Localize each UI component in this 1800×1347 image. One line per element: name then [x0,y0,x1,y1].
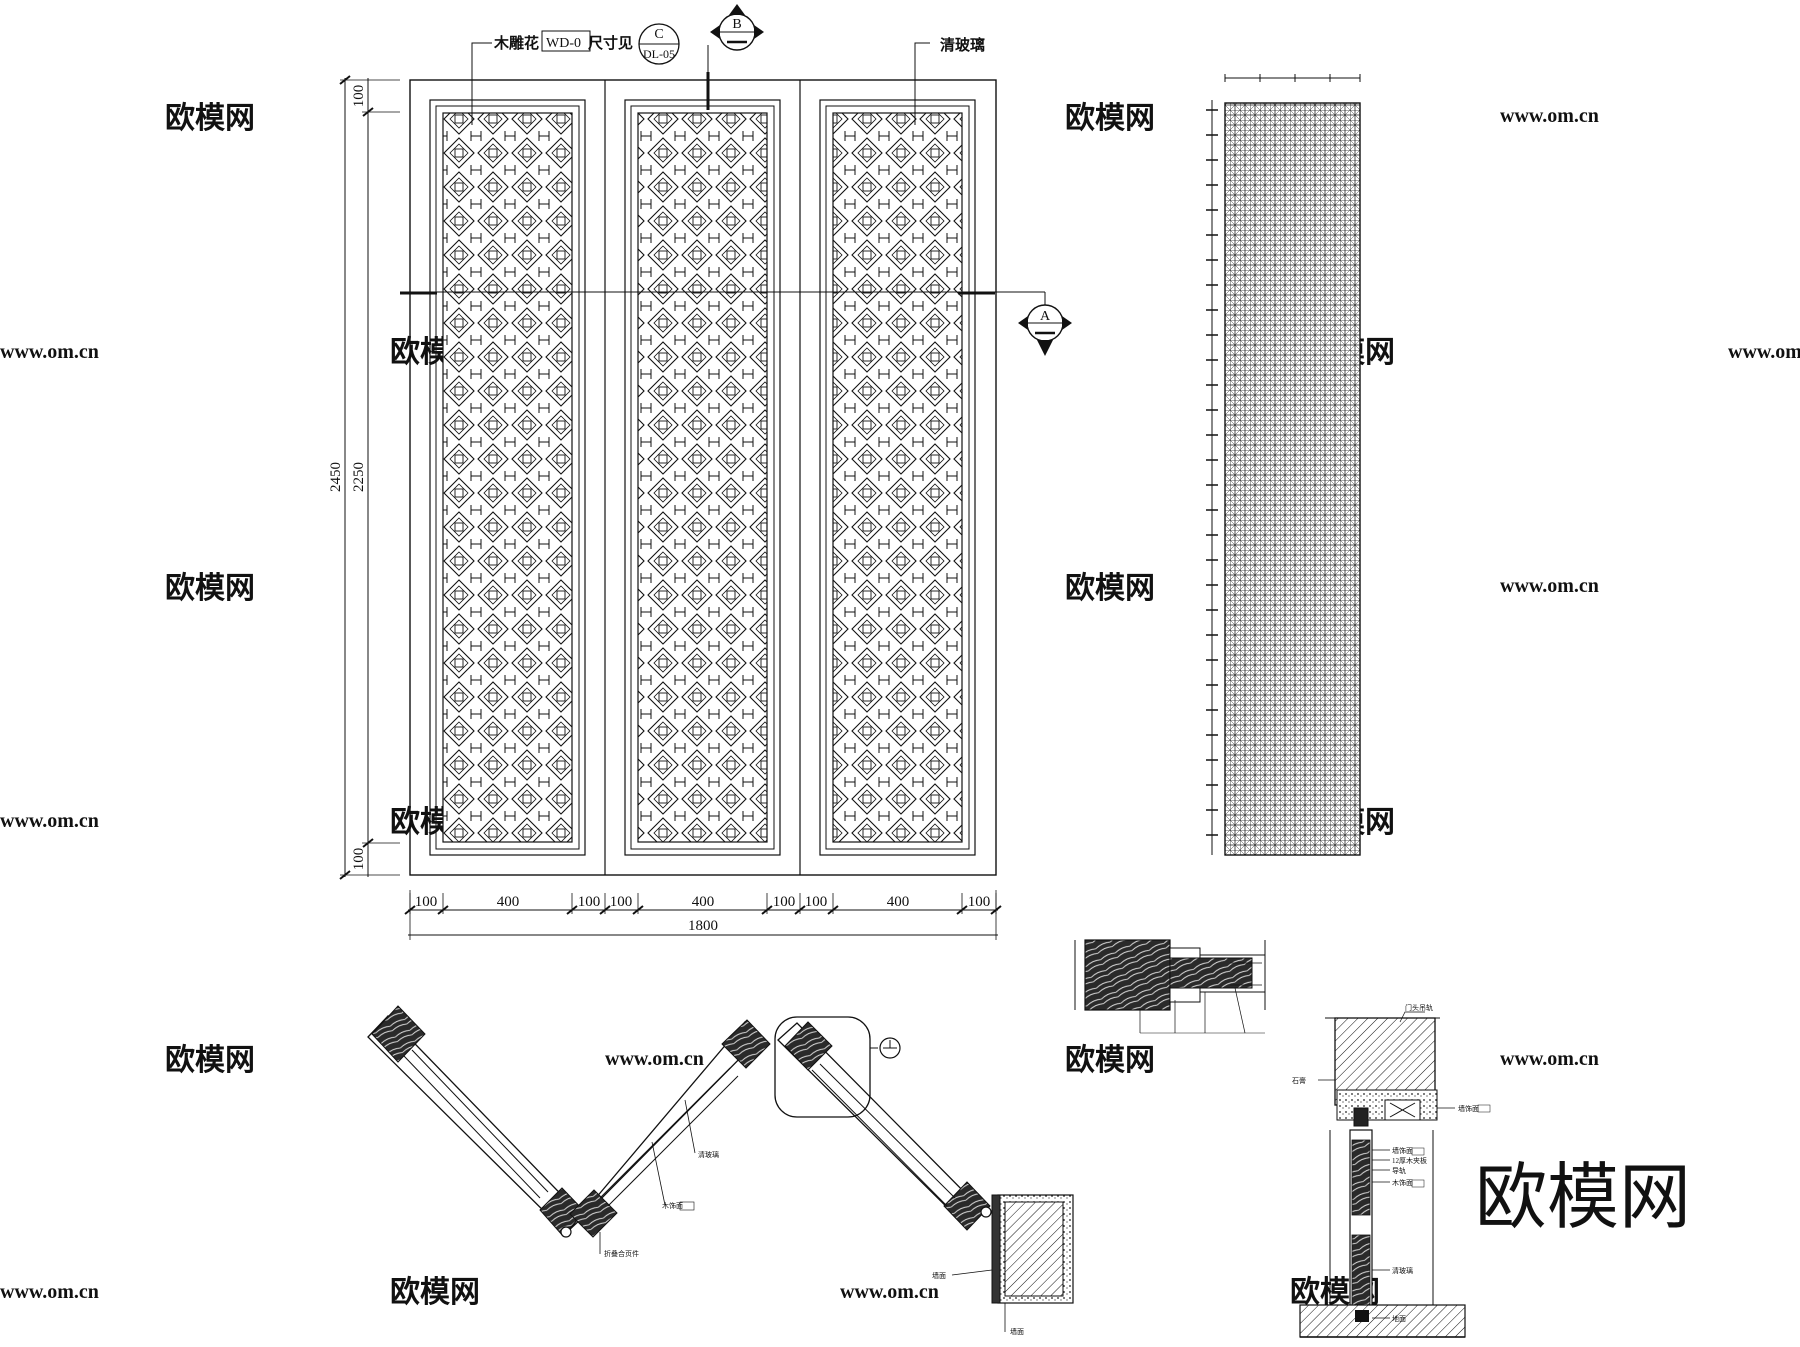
elevation-view: A B C DL-05 木雕花 WD-0 尺寸见 清玻璃 [328,4,1072,940]
dim-segment-labels: 100 400 100 100 400 100 100 400 100 [415,894,991,910]
watermark-cn: 欧模网 [165,102,255,135]
watermark-cn: 欧模网 [165,572,255,605]
wd-code-box [541,30,591,52]
brand-logo: 欧模网 [1475,1158,1691,1238]
detail-note-7: 地面 [1392,1314,1406,1323]
dim-inner-height: 2250 [351,462,367,492]
plan-leaf [566,1019,771,1238]
dim-ticks [404,893,1002,915]
detail-note-1: 墙饰面 [1458,1104,1479,1113]
dim-seg: 100 [578,894,601,910]
watermark-url: www.om.cn [0,1281,99,1303]
detail-callout-c: C DL-05 [638,23,680,65]
dim-seg: 100 [415,894,438,910]
watermark-cn: 欧模网 [1065,1044,1155,1077]
vertical-dimensions: 2450 2250 100 100 [328,75,400,880]
detail-note-3: 12厚木夹板 [1392,1156,1427,1165]
lattice-infill [637,112,768,843]
hinge-pivot [560,1226,572,1238]
watermark-url: www.om.cn [1500,105,1599,127]
wall-block [991,1194,1074,1304]
detail-note-6: 清玻璃 [1392,1266,1413,1275]
callout-c-letter: C [654,27,663,42]
head-section-detail [1074,939,1266,1034]
dim-seg: 100 [805,894,828,910]
label-see-size: 尺寸见 [588,34,633,52]
watermark-cn: 欧模网 [1065,102,1155,135]
plan-note-wall: 墙面 [932,1271,946,1280]
dim-seg: 100 [968,894,991,910]
label-wood-carving: 木雕花 [493,34,539,52]
dense-lattice-strip [1224,102,1361,856]
dim-total-height: 2450 [328,462,344,492]
detail-note-gypsum: 石膏 [1292,1076,1306,1085]
plan-note-hinge: 折叠合页件 [604,1249,639,1258]
section-marker-a-letter: A [1040,309,1051,324]
plan-note-wall-2: 墙面 [1010,1327,1024,1336]
section-marker-b-letter: B [732,17,741,32]
dim-seg: 400 [497,894,520,910]
watermark-url: www.om.cn [840,1281,939,1303]
dim-total-width: 1800 [688,918,718,934]
detail-note-2: 墙饰面 [1392,1146,1413,1155]
vertical-section-detail: 门头吊轨 石膏 墙饰面 墙饰面 12厚木夹板 导轨 木饰面 清玻璃 地面 [1292,1003,1491,1338]
panel-left [429,99,586,856]
detail-note-4: 导轨 [1392,1166,1406,1175]
hinge-pivot [980,1206,992,1218]
dim-seg: 100 [773,894,796,910]
side-elevation [1206,74,1361,856]
label-wd-code: WD-0 [546,36,581,51]
section-marker-b: B [710,4,764,51]
floor-slab [1299,1304,1466,1338]
panel-middle [624,99,781,856]
dim-seg: 400 [887,894,910,910]
watermark-url: www.om.cn [0,810,99,832]
folding-plan-view: 清玻璃 木饰面 折叠合页件 墙面 墙面 [367,1005,1074,1336]
horizontal-dimensions: 100 400 100 100 400 100 100 400 100 1800 [404,890,1002,940]
lattice-infill [442,112,573,843]
dim-seg: 100 [610,894,633,910]
callout-c-ref: DL-05 [643,47,675,61]
watermark-url: www.om.cn [1500,575,1599,597]
label-clear-glass: 清玻璃 [940,36,985,54]
watermark-url: www.om.cn [0,341,99,363]
lattice-infill [832,112,963,843]
dim-rail-bottom: 100 [351,848,367,871]
dim-rail-top: 100 [351,85,367,108]
detail-note-5: 木饰面 [1392,1178,1413,1187]
side-dim-ticks [1206,109,1218,836]
detail-note-track: 门头吊轨 [1405,1003,1433,1012]
section-marker-a: A [1018,304,1072,356]
watermark-cn: 欧模网 [1065,572,1155,605]
plan-note-glass: 清玻璃 [698,1150,719,1159]
plan-note-wood: 木饰面 [662,1201,683,1210]
panel-right [819,99,976,856]
detail-bubble [774,1016,871,1118]
plan-leaf [367,1005,587,1237]
watermark-url: www.om.cn [605,1048,704,1070]
watermark-url: www.om.cn [1728,341,1800,363]
outer-frame [409,79,997,876]
watermark-url: www.om.cn [1500,1048,1599,1070]
watermark-cn: 欧模网 [165,1044,255,1077]
watermark-cn: 欧模网 [390,1276,480,1309]
dim-seg: 400 [692,894,715,910]
